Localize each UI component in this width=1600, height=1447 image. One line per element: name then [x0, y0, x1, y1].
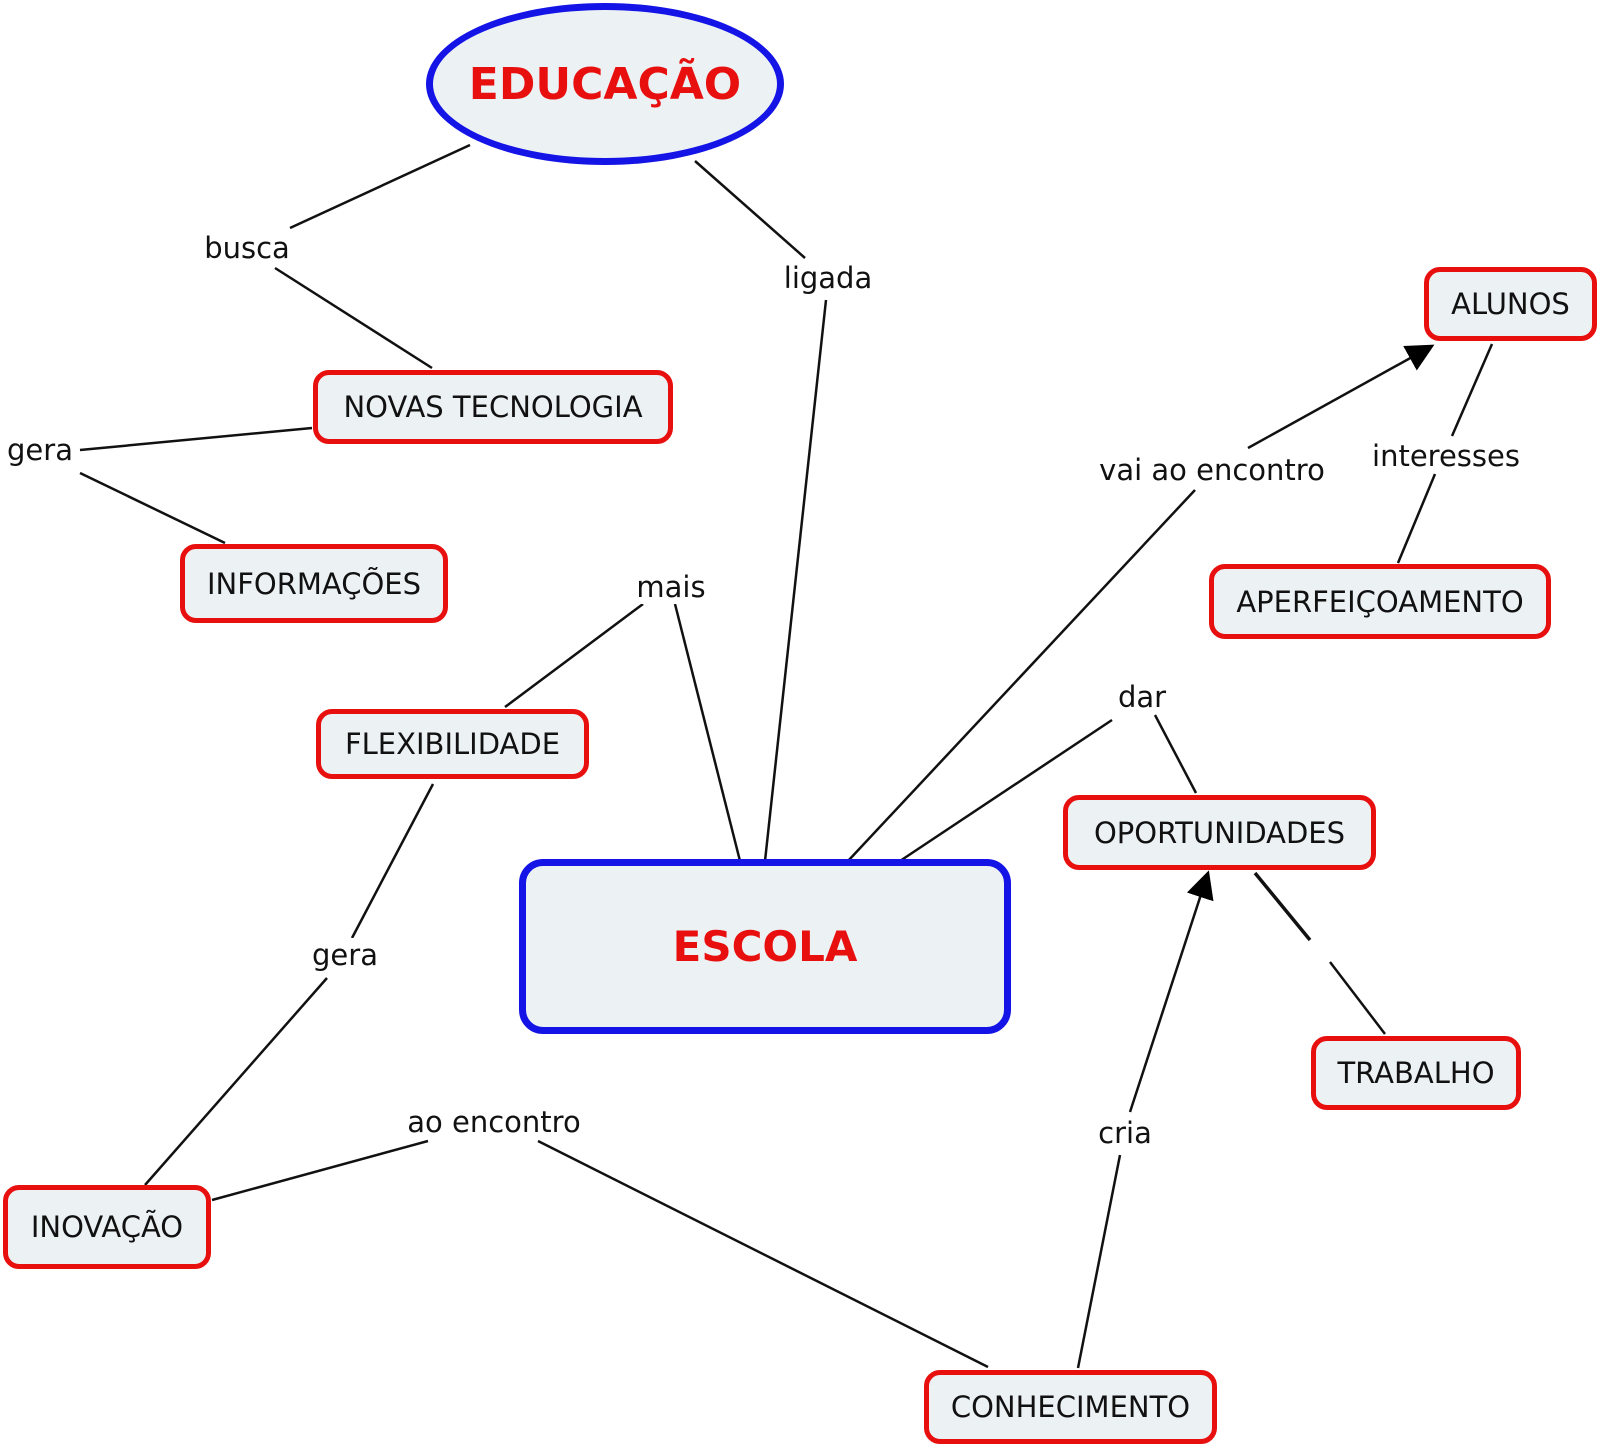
- line-aperfeicoamento-interesses: [1396, 473, 1437, 564]
- line-ao-encontro-conhecimento: [537, 1139, 989, 1369]
- node-conhecimento[interactable]: CONHECIMENTO: [924, 1370, 1217, 1444]
- link-label-vai-ao-encontro[interactable]: vai ao encontro: [1095, 453, 1329, 487]
- node-educacao[interactable]: EDUCAÇÃO: [426, 3, 784, 165]
- link-label-cria[interactable]: cria: [1094, 1116, 1156, 1150]
- line-trabalho-link: [1329, 961, 1386, 1035]
- line-ligada-escola: [763, 299, 828, 862]
- node-oportunidades[interactable]: OPORTUNIDADES: [1063, 795, 1376, 870]
- line-escola-mais: [673, 603, 742, 862]
- line-interesses-alunos: [1450, 343, 1494, 437]
- link-label-ligada[interactable]: ligada: [779, 261, 877, 295]
- node-novas-tecnologia[interactable]: NOVAS TECNOLOGIA: [313, 370, 673, 444]
- line-escola-vai-ao-encontro: [847, 489, 1196, 862]
- node-escola[interactable]: ESCOLA: [519, 859, 1011, 1034]
- line-conhecimento-cria: [1076, 1154, 1122, 1369]
- line-gera-inovacao: [144, 977, 328, 1186]
- node-informacoes[interactable]: INFORMAÇÕES: [180, 544, 448, 623]
- line-vai-ao-encontro-alunos: [1247, 344, 1435, 450]
- link-label-gera-informacoes[interactable]: gera: [3, 433, 77, 467]
- line-educacao-busca: [289, 143, 471, 230]
- link-label-mais[interactable]: mais: [632, 570, 710, 604]
- node-flexibilidade[interactable]: FLEXIBILIDADE: [316, 709, 589, 779]
- link-label-gera-inovacao[interactable]: gera: [308, 938, 382, 972]
- node-alunos[interactable]: ALUNOS: [1424, 267, 1597, 341]
- line-novas-tecnologia-gera: [79, 426, 313, 452]
- node-aperfeicoamento[interactable]: APERFEIÇOAMENTO: [1209, 564, 1551, 639]
- line-escola-dar: [899, 718, 1113, 863]
- node-trabalho[interactable]: TRABALHO: [1311, 1036, 1521, 1110]
- line-educacao-ligada: [694, 160, 806, 259]
- line-busca-novas-tecnologia: [274, 266, 433, 370]
- line-oportunidades-trabalho: [1253, 871, 1312, 942]
- link-label-dar[interactable]: dar: [1113, 680, 1171, 714]
- line-dar-oportunidades: [1153, 714, 1198, 794]
- line-mais-flexibilidade: [504, 602, 644, 709]
- line-cria-oportunidades: [1128, 870, 1214, 1113]
- node-inovacao[interactable]: INOVAÇÃO: [3, 1185, 211, 1269]
- link-label-ao-encontro[interactable]: ao encontro: [403, 1105, 585, 1139]
- link-label-interesses[interactable]: interesses: [1368, 439, 1524, 473]
- line-flexibilidade-gera: [350, 783, 435, 939]
- link-label-busca[interactable]: busca: [200, 231, 294, 265]
- line-gera-informacoes: [79, 471, 226, 545]
- line-inovacao-ao-encontro: [211, 1139, 429, 1202]
